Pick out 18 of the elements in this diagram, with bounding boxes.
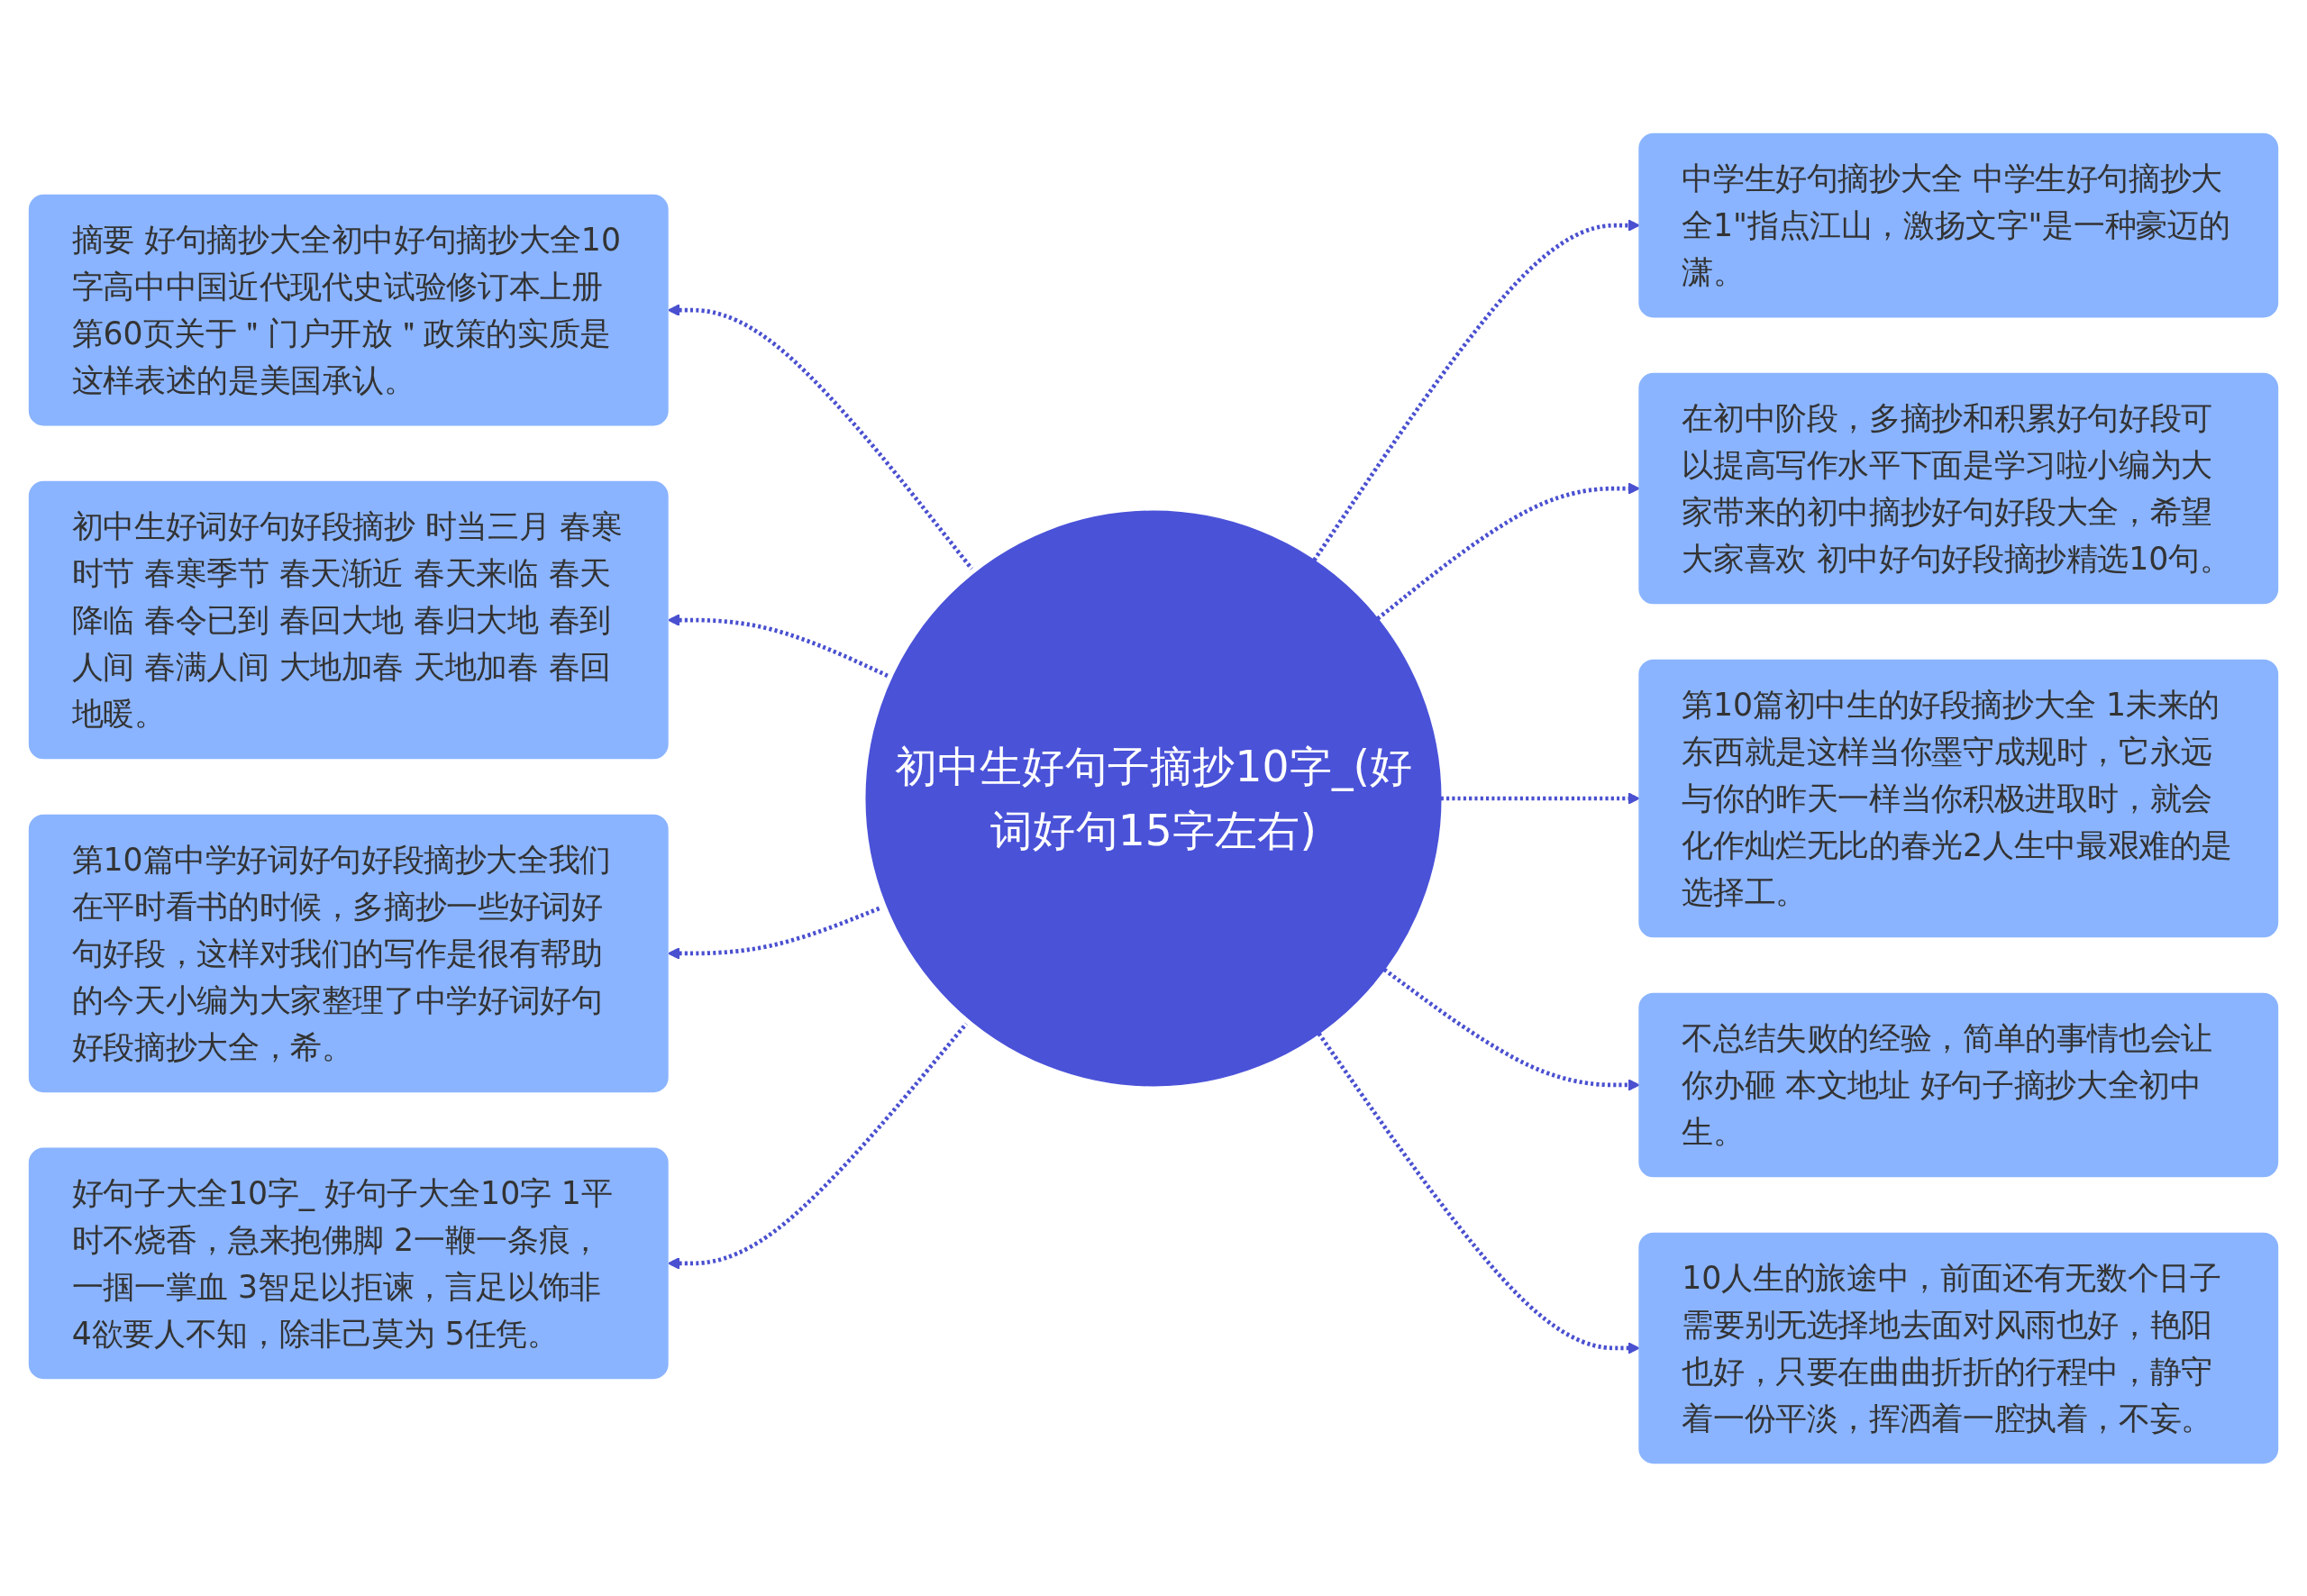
node-box bbox=[1638, 992, 2279, 1177]
arrow bbox=[1376, 481, 1640, 620]
node-box bbox=[1638, 372, 2279, 604]
arrow bbox=[667, 303, 974, 570]
arrow bbox=[1317, 1031, 1640, 1354]
arrow bbox=[1440, 791, 1640, 805]
node-box bbox=[1638, 132, 2279, 317]
node-box bbox=[28, 480, 669, 759]
arrow bbox=[1312, 218, 1640, 561]
arrow bbox=[667, 1021, 968, 1270]
node-box bbox=[28, 194, 669, 425]
node-box bbox=[1638, 659, 2279, 937]
node-box bbox=[28, 814, 669, 1092]
node-box bbox=[1638, 1232, 2279, 1464]
arrow bbox=[667, 613, 889, 678]
arrow bbox=[1382, 967, 1640, 1091]
node-box bbox=[28, 1147, 669, 1379]
node-circle bbox=[865, 509, 1442, 1087]
